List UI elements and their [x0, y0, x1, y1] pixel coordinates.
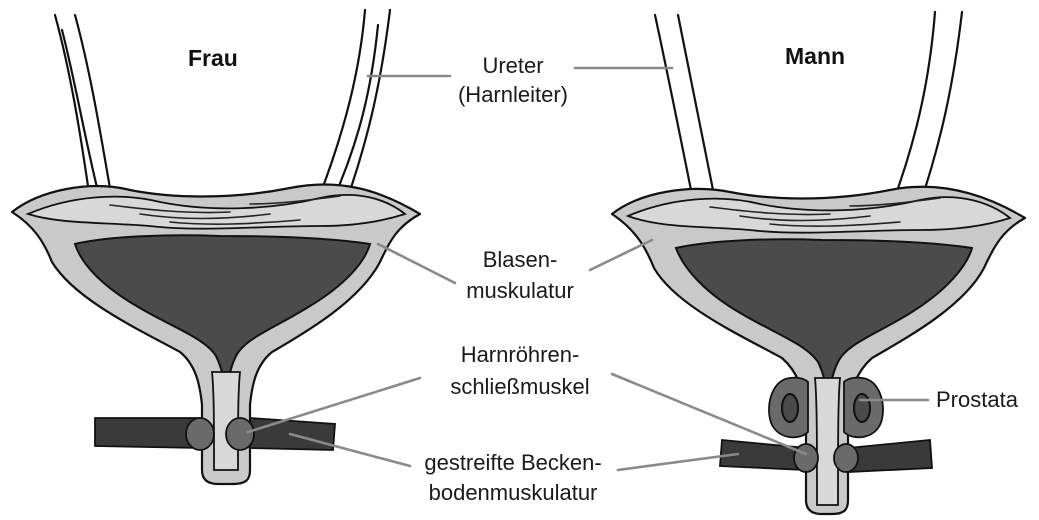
female-bladder: [12, 10, 420, 484]
label-bladder-muscle-2: muskulatur: [466, 278, 574, 303]
male-ureter-right: [892, 12, 962, 210]
title-man: Mann: [785, 43, 845, 69]
label-pelvic-floor: gestreifte Becken-: [424, 450, 601, 475]
title-woman: Frau: [188, 45, 238, 71]
label-bladder-muscle: Blasen-: [483, 247, 558, 272]
leader-bladder-left: [378, 244, 455, 283]
male-ureter-left: [655, 15, 716, 205]
label-ureter: Ureter: [482, 53, 543, 78]
female-ureter-right: [318, 10, 390, 205]
label-urethral-sphincter-2: schließmuskel: [450, 374, 589, 399]
label-urethral-sphincter: Harnröhren-: [461, 342, 580, 367]
leader-bladder-right: [590, 240, 652, 270]
male-bladder: [612, 12, 1025, 514]
label-ureter-sub: (Harnleiter): [458, 82, 568, 107]
label-prostate: Prostata: [936, 387, 1019, 412]
label-pelvic-floor-2: bodenmuskulatur: [429, 480, 598, 505]
female-ureter-left: [55, 15, 112, 200]
male-urethra: [815, 378, 840, 505]
